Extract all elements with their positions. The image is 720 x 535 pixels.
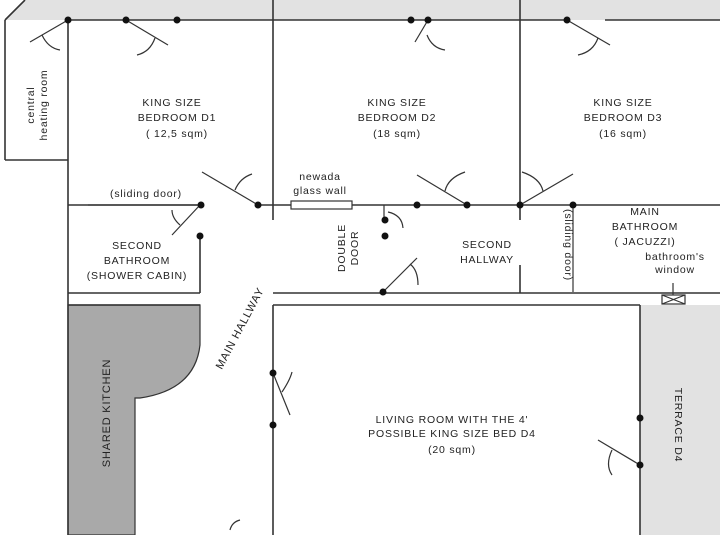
sliding-door-label: (sliding door): [110, 188, 182, 200]
heating-room-label: centralheating room: [25, 70, 50, 141]
doors: [29, 16, 644, 531]
kitchen-counter: [67, 304, 201, 535]
window-icon: [661, 283, 686, 305]
glass-wall: [290, 200, 353, 210]
sliding-door-vertical-label: (sliding door): [562, 209, 574, 281]
terrace-area: [640, 305, 720, 535]
living-room-label: LIVING ROOM WITH THE 4'POSSIBLE KING SIZ…: [368, 414, 536, 456]
outside-area-top: [5, 0, 720, 20]
terrace-label: TERRACE D4: [672, 388, 684, 463]
main-hallway-label: MAIN HALLWAY: [214, 286, 267, 372]
shared-kitchen-label: SHARED KITCHEN: [101, 359, 113, 467]
double-door-label: DOUBLEDOOR: [336, 224, 361, 272]
